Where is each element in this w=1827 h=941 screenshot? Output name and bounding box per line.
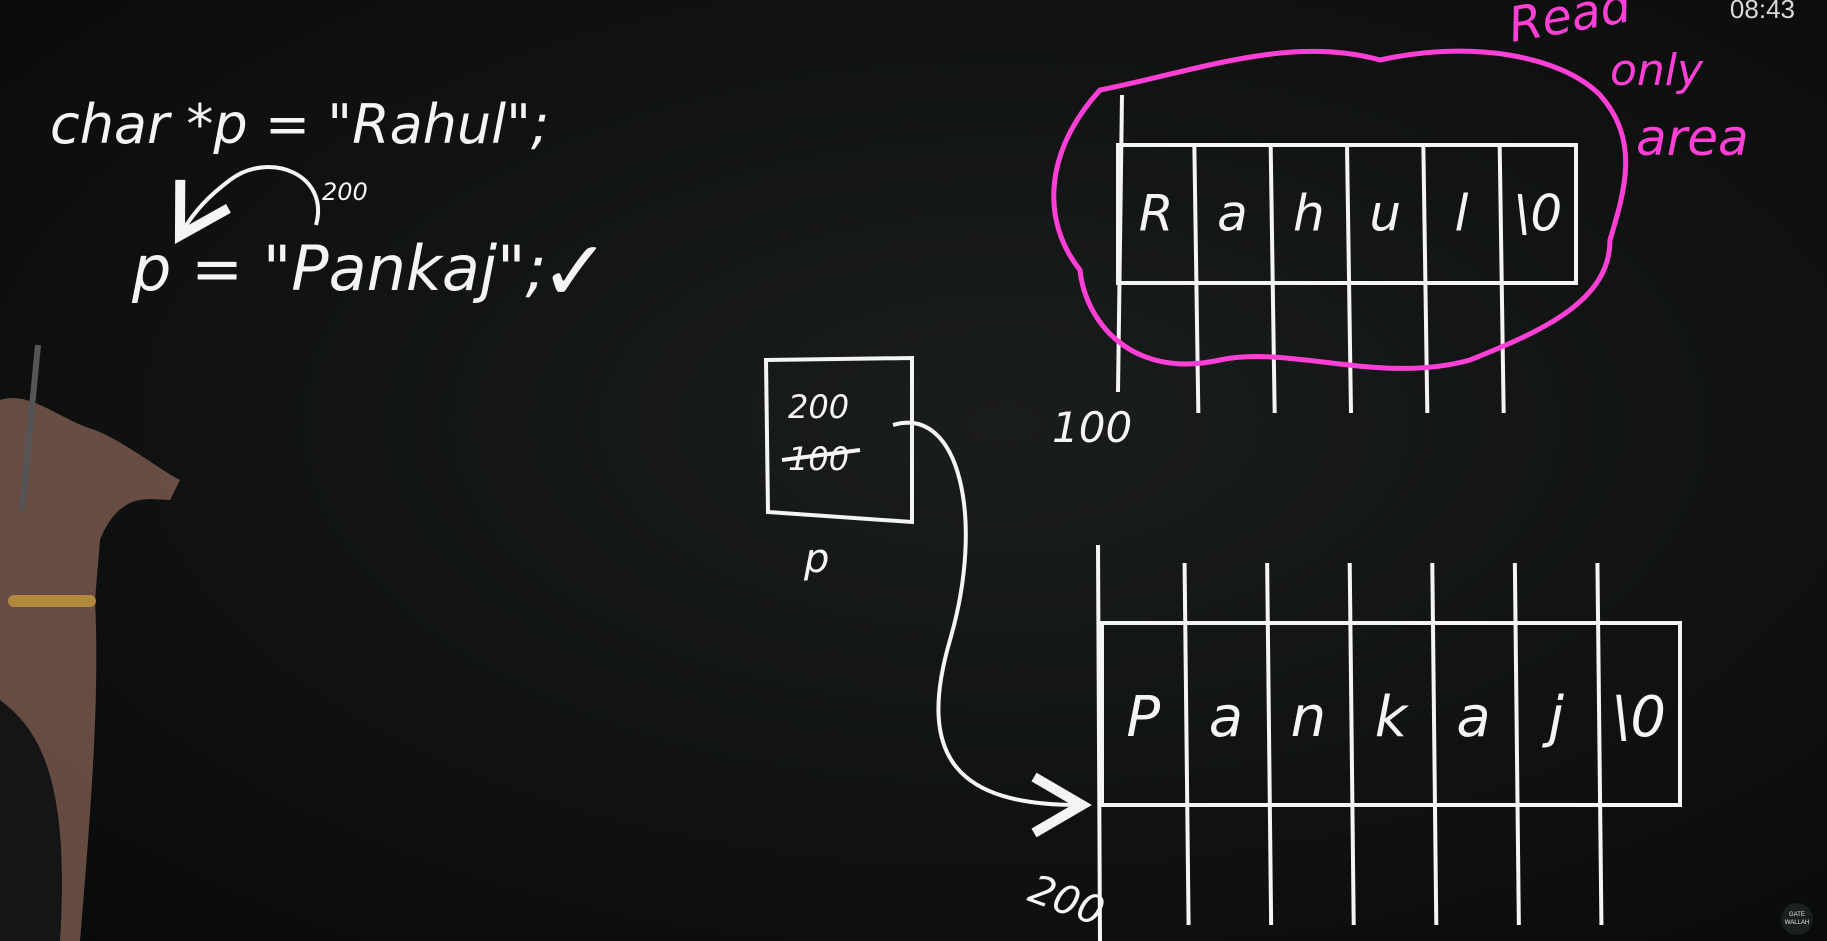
cell-divider: [1430, 562, 1439, 926]
array-cell: h: [1293, 185, 1325, 243]
array-cell: \0: [1611, 685, 1666, 750]
pointer-label: p: [803, 536, 829, 582]
array-cell: n: [1291, 685, 1327, 750]
array-cell: k: [1375, 685, 1410, 750]
cell-divider: [1192, 144, 1201, 414]
read-only-word-2: only: [1610, 45, 1704, 96]
reassign-arrow: [182, 165, 320, 232]
array-cell: P: [1126, 685, 1160, 750]
presenter-hand: [0, 344, 180, 941]
array-cell: \0: [1513, 185, 1562, 243]
array-cell: R: [1139, 185, 1174, 243]
rahul-address: 100: [1052, 403, 1132, 452]
video-timestamp: 08:43: [1729, 0, 1795, 24]
pointer-arrow: [892, 420, 1078, 805]
cell-divider: [1497, 144, 1506, 414]
cell-divider: [1182, 562, 1191, 926]
code-line-1: char *p = "Rahul";: [50, 93, 549, 156]
cell-divider: [1512, 562, 1521, 926]
cell-divider: [1265, 562, 1274, 926]
array-cell: u: [1369, 185, 1401, 243]
check-icon: ✓: [540, 222, 610, 320]
read-only-word-3: area: [1636, 109, 1749, 167]
cell-divider: [1268, 144, 1277, 414]
array-cell: a: [1217, 185, 1248, 243]
code-line-2: p = "Pankaj";: [131, 232, 546, 305]
arrow-note: 200: [322, 178, 368, 206]
array-cell: a: [1456, 685, 1490, 750]
cell-divider: [1595, 562, 1604, 926]
read-only-outline: [1051, 48, 1629, 371]
pointer-new-value: 200: [788, 388, 849, 426]
channel-logo: GATE WALLAH: [1781, 903, 1813, 935]
cell-divider: [1347, 562, 1356, 926]
cell-divider: [1345, 144, 1353, 414]
array-cell: l: [1455, 185, 1469, 243]
pointer-box: 200 100 p: [763, 355, 914, 582]
array-cell: a: [1209, 685, 1243, 750]
